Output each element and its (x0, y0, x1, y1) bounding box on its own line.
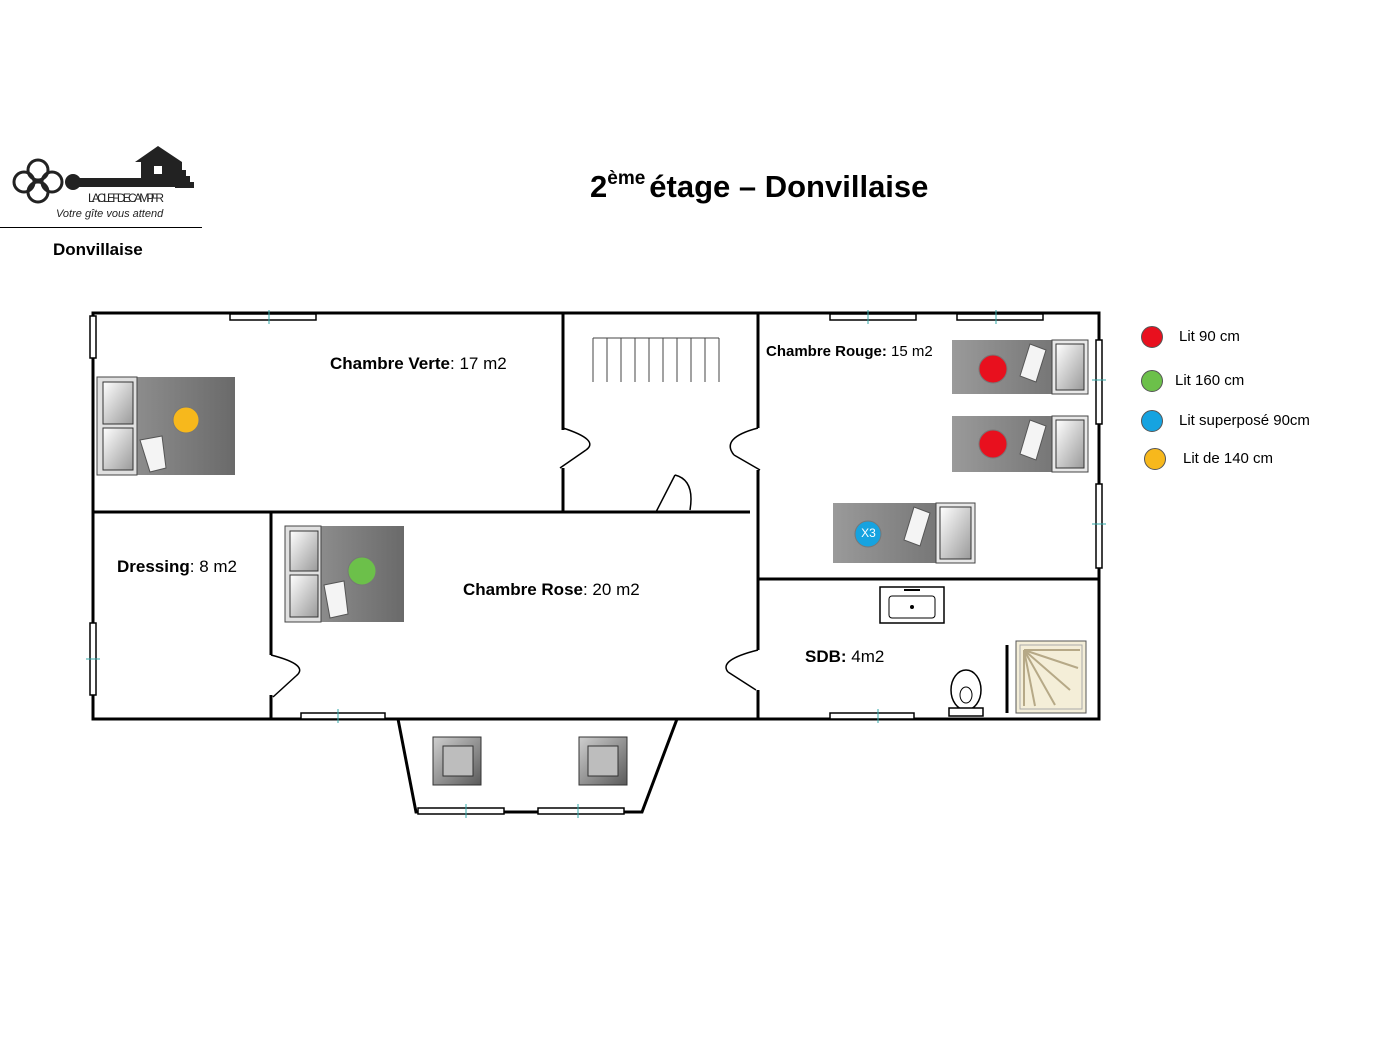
bed-chambre-verte (96, 376, 235, 476)
legend-label: Lit superposé 90cm (1179, 412, 1310, 429)
logo-divider (0, 227, 202, 228)
bunk-bed-rouge (833, 502, 976, 564)
shower (1015, 640, 1087, 714)
marker-bed-90-rouge-1 (978, 354, 1008, 384)
room-name-rose: Chambre Rose (463, 580, 583, 599)
key-house-logo-icon: LACLEFDECAMP.FR Votre gîte vous attend (12, 146, 194, 220)
title-floor-number: 2 (590, 169, 608, 204)
logo-tagline: Votre gîte vous attend (56, 208, 164, 220)
marker-bed-140-verte (172, 406, 200, 434)
title-rest: étage – Donvillaise (649, 169, 929, 204)
room-label-chambre-rouge: Chambre Rouge: 15 m2 (766, 343, 933, 360)
room-name-verte: Chambre Verte (330, 354, 450, 373)
legend-dot-green (1141, 370, 1163, 392)
room-area-dressing: : 8 m2 (189, 557, 237, 576)
room-area-sdb: 4m2 (846, 647, 885, 666)
room-area-verte: : 17 m2 (450, 354, 507, 373)
sink (879, 586, 945, 624)
room-label-chambre-rose: Chambre Rose: 20 m2 (463, 580, 640, 600)
marker-bunk-bed-90 (854, 520, 882, 548)
room-label-dressing: Dressing: 8 m2 (117, 557, 237, 577)
marker-bed-160-rose (347, 556, 377, 586)
bed-rouge-1 (952, 339, 1089, 395)
legend-dot-red (1141, 326, 1163, 348)
room-name-dressing: Dressing (117, 557, 190, 576)
staircase (592, 337, 720, 382)
bunk-count-label: X3 (861, 526, 876, 540)
logo-caption: Donvillaise (53, 240, 143, 259)
logo: LACLEFDECAMP.FR Votre gîte vous attend (10, 140, 210, 230)
title-floor-suffix: ème (607, 168, 646, 189)
doors (270, 427, 761, 698)
marker-bed-90-rouge-2 (978, 429, 1008, 459)
bed-rouge-2 (952, 415, 1089, 473)
toilet (948, 669, 984, 717)
legend-label: Lit de 140 cm (1183, 450, 1274, 467)
room-label-sdb: SDB: 4m2 (805, 647, 884, 667)
room-area-rose: : 20 m2 (582, 580, 640, 599)
room-area-rouge: 15 m2 (886, 343, 933, 360)
armchair-left (432, 736, 482, 786)
armchair-right (578, 736, 628, 786)
room-name-rouge: Chambre Rouge: (766, 343, 887, 360)
windows (86, 310, 1106, 818)
legend-label: Lit 90 cm (1179, 328, 1240, 345)
room-label-chambre-verte: Chambre Verte: 17 m2 (330, 354, 507, 374)
bed-chambre-rose (284, 525, 404, 623)
legend-dot-blue (1141, 410, 1163, 432)
legend-dot-yellow (1144, 448, 1166, 470)
room-name-sdb: SDB: (805, 647, 847, 666)
logo-brand-text: LACLEFDECAMP.FR (88, 191, 164, 205)
legend-label: Lit 160 cm (1175, 372, 1245, 389)
